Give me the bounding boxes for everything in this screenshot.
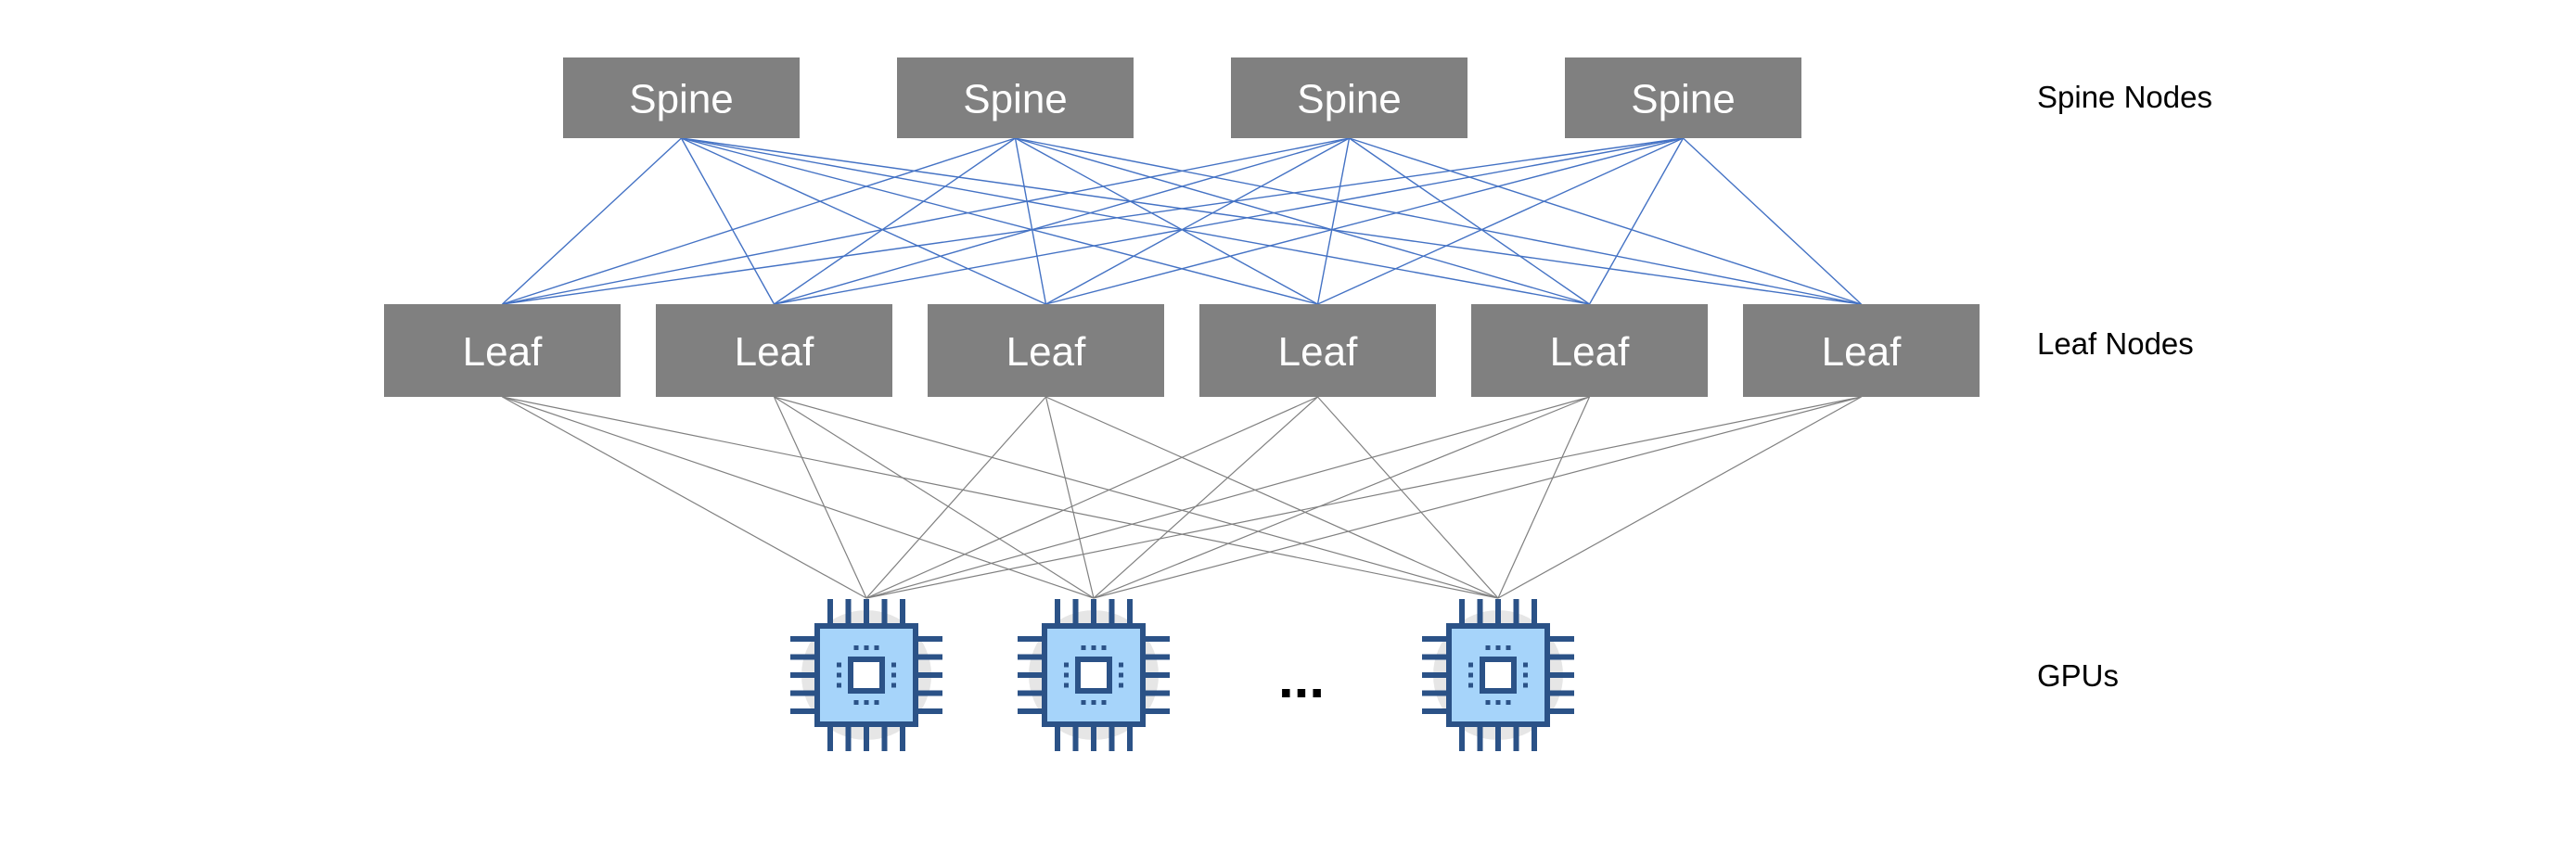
spine-node-label: Spine <box>963 77 1068 122</box>
gpu-pins <box>790 599 942 751</box>
link-spine4-leaf2 <box>774 137 1684 305</box>
link-spine3-leaf4 <box>1316 137 1351 305</box>
link-spine2-leaf6 <box>1015 137 1862 305</box>
link-leaf4-gpu3 <box>1317 396 1499 599</box>
link-leaf3-gpu1 <box>865 396 1046 599</box>
leaf-layer: Leaf Leaf Leaf Leaf Leaf Leaf <box>384 304 1980 397</box>
gpu-ellipsis: ... <box>1278 647 1325 709</box>
link-spine3-leaf3 <box>1045 137 1350 305</box>
gpu-die-dots <box>1468 645 1528 705</box>
link-leaf2-gpu3 <box>774 396 1499 599</box>
link-leaf2-gpu1 <box>773 396 867 599</box>
leaf-node-box <box>1743 304 1980 397</box>
link-spine3-leaf2 <box>774 137 1350 305</box>
spine-node: Spine <box>563 57 800 138</box>
spine-layer: Spine Spine Spine Spine <box>563 57 1801 138</box>
link-leaf4-gpu2 <box>1093 396 1318 599</box>
link-spine3-leaf6 <box>1349 137 1862 305</box>
gpu-pins <box>1018 599 1170 751</box>
gpu-pins <box>1422 599 1574 751</box>
leaf-node-label: Leaf <box>463 329 543 375</box>
tier-label-leaf: Leaf Nodes <box>2037 326 2194 361</box>
link-spine1-leaf2 <box>680 137 775 305</box>
leaf-node-label: Leaf <box>1278 329 1358 375</box>
link-spine1-leaf3 <box>681 137 1046 305</box>
link-spine4-leaf6 <box>1683 137 1862 305</box>
link-leaf5-gpu3 <box>1497 396 1591 599</box>
leaf-node: Leaf <box>1471 304 1708 397</box>
gpu-chip-icon <box>790 599 942 751</box>
spine-leaf-links <box>502 137 1862 305</box>
link-spine3-leaf5 <box>1349 137 1590 305</box>
spine-node-box <box>1231 57 1467 138</box>
leaf-node: Leaf <box>1743 304 1980 397</box>
link-leaf3-gpu2 <box>1044 396 1095 599</box>
link-leaf2-gpu2 <box>774 396 1095 599</box>
link-leaf6-gpu3 <box>1497 396 1862 599</box>
link-spine2-leaf5 <box>1015 137 1590 305</box>
link-spine2-leaf3 <box>1014 137 1047 305</box>
leaf-node-box <box>384 304 621 397</box>
leaf-node-box <box>1199 304 1436 397</box>
spine-node: Spine <box>1565 57 1801 138</box>
link-leaf1-gpu2 <box>502 396 1095 599</box>
leaf-node-label: Leaf <box>735 329 814 375</box>
spine-node-box <box>1565 57 1801 138</box>
gpu-chip-icon <box>1422 599 1574 751</box>
link-leaf1-gpu3 <box>502 396 1499 599</box>
link-leaf4-gpu1 <box>865 396 1318 599</box>
link-spine3-leaf1 <box>502 137 1350 305</box>
tier-label-gpu: GPUs <box>2037 658 2119 693</box>
gpu-body <box>1042 623 1146 727</box>
gpu-die-dots <box>1064 645 1123 705</box>
gpu-die <box>1075 657 1112 694</box>
leaf-node-label: Leaf <box>1822 329 1902 375</box>
leaf-node: Leaf <box>928 304 1164 397</box>
link-spine4-leaf4 <box>1317 137 1684 305</box>
link-spine2-leaf4 <box>1015 137 1318 305</box>
leaf-gpu-links <box>502 396 1862 599</box>
leaf-node-label: Leaf <box>1006 329 1086 375</box>
leaf-node-label: Leaf <box>1550 329 1630 375</box>
link-spine1-leaf6 <box>681 137 1862 305</box>
spine-node: Spine <box>1231 57 1467 138</box>
link-spine1-leaf4 <box>681 137 1318 305</box>
link-spine1-leaf5 <box>681 137 1590 305</box>
spine-node-label: Spine <box>629 77 734 122</box>
link-spine2-leaf1 <box>502 137 1016 305</box>
spine-node-box <box>897 57 1134 138</box>
leaf-node-box <box>1471 304 1708 397</box>
gpu-layer <box>790 599 1574 751</box>
gpu-die <box>848 657 885 694</box>
link-leaf5-gpu1 <box>865 396 1590 599</box>
link-leaf6-gpu2 <box>1093 396 1862 599</box>
link-leaf6-gpu1 <box>865 396 1862 599</box>
leaf-node: Leaf <box>384 304 621 397</box>
leaf-node-box <box>656 304 892 397</box>
spine-node-box <box>563 57 800 138</box>
tier-label-spine: Spine Nodes <box>2037 80 2212 114</box>
link-spine2-leaf2 <box>774 137 1016 305</box>
gpu-die <box>1480 657 1517 694</box>
link-spine4-leaf3 <box>1045 137 1684 305</box>
link-leaf3-gpu3 <box>1045 396 1499 599</box>
link-spine4-leaf5 <box>1588 137 1685 305</box>
spine-node-label: Spine <box>1297 77 1402 122</box>
leaf-node: Leaf <box>1199 304 1436 397</box>
leaf-node: Leaf <box>656 304 892 397</box>
spine-node-label: Spine <box>1631 77 1736 122</box>
gpu-die-dots <box>837 645 896 705</box>
leaf-node-box <box>928 304 1164 397</box>
link-spine1-leaf1 <box>502 137 682 305</box>
gpu-chip-icon <box>1018 599 1170 751</box>
spine-node: Spine <box>897 57 1134 138</box>
link-spine4-leaf1 <box>502 137 1684 305</box>
link-leaf5-gpu2 <box>1093 396 1590 599</box>
link-leaf1-gpu1 <box>502 396 867 599</box>
